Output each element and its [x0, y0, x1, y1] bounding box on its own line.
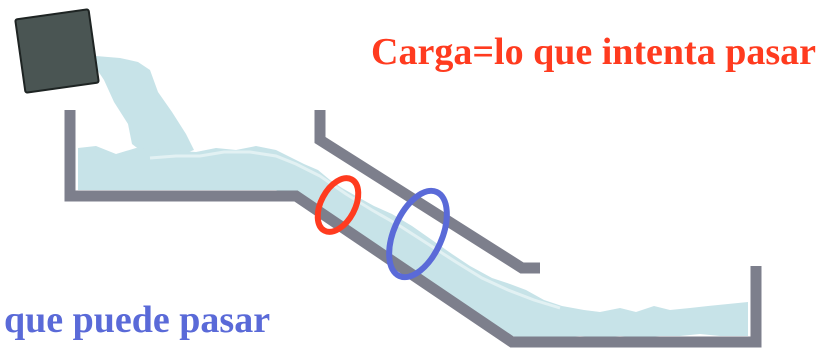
water-highlight: [149, 150, 561, 310]
capacidad-label: que puede pasar: [4, 299, 270, 341]
carga-label: Carga=lo que intenta pasar: [371, 31, 816, 73]
upper-slope-wall: [314, 110, 540, 274]
water-body: [78, 146, 748, 340]
carga-ring: [314, 175, 362, 235]
water-pour: [96, 56, 194, 160]
capacidad-ring: [386, 187, 450, 281]
upper-basin-wall: [64, 110, 762, 348]
source-box: [14, 8, 100, 94]
